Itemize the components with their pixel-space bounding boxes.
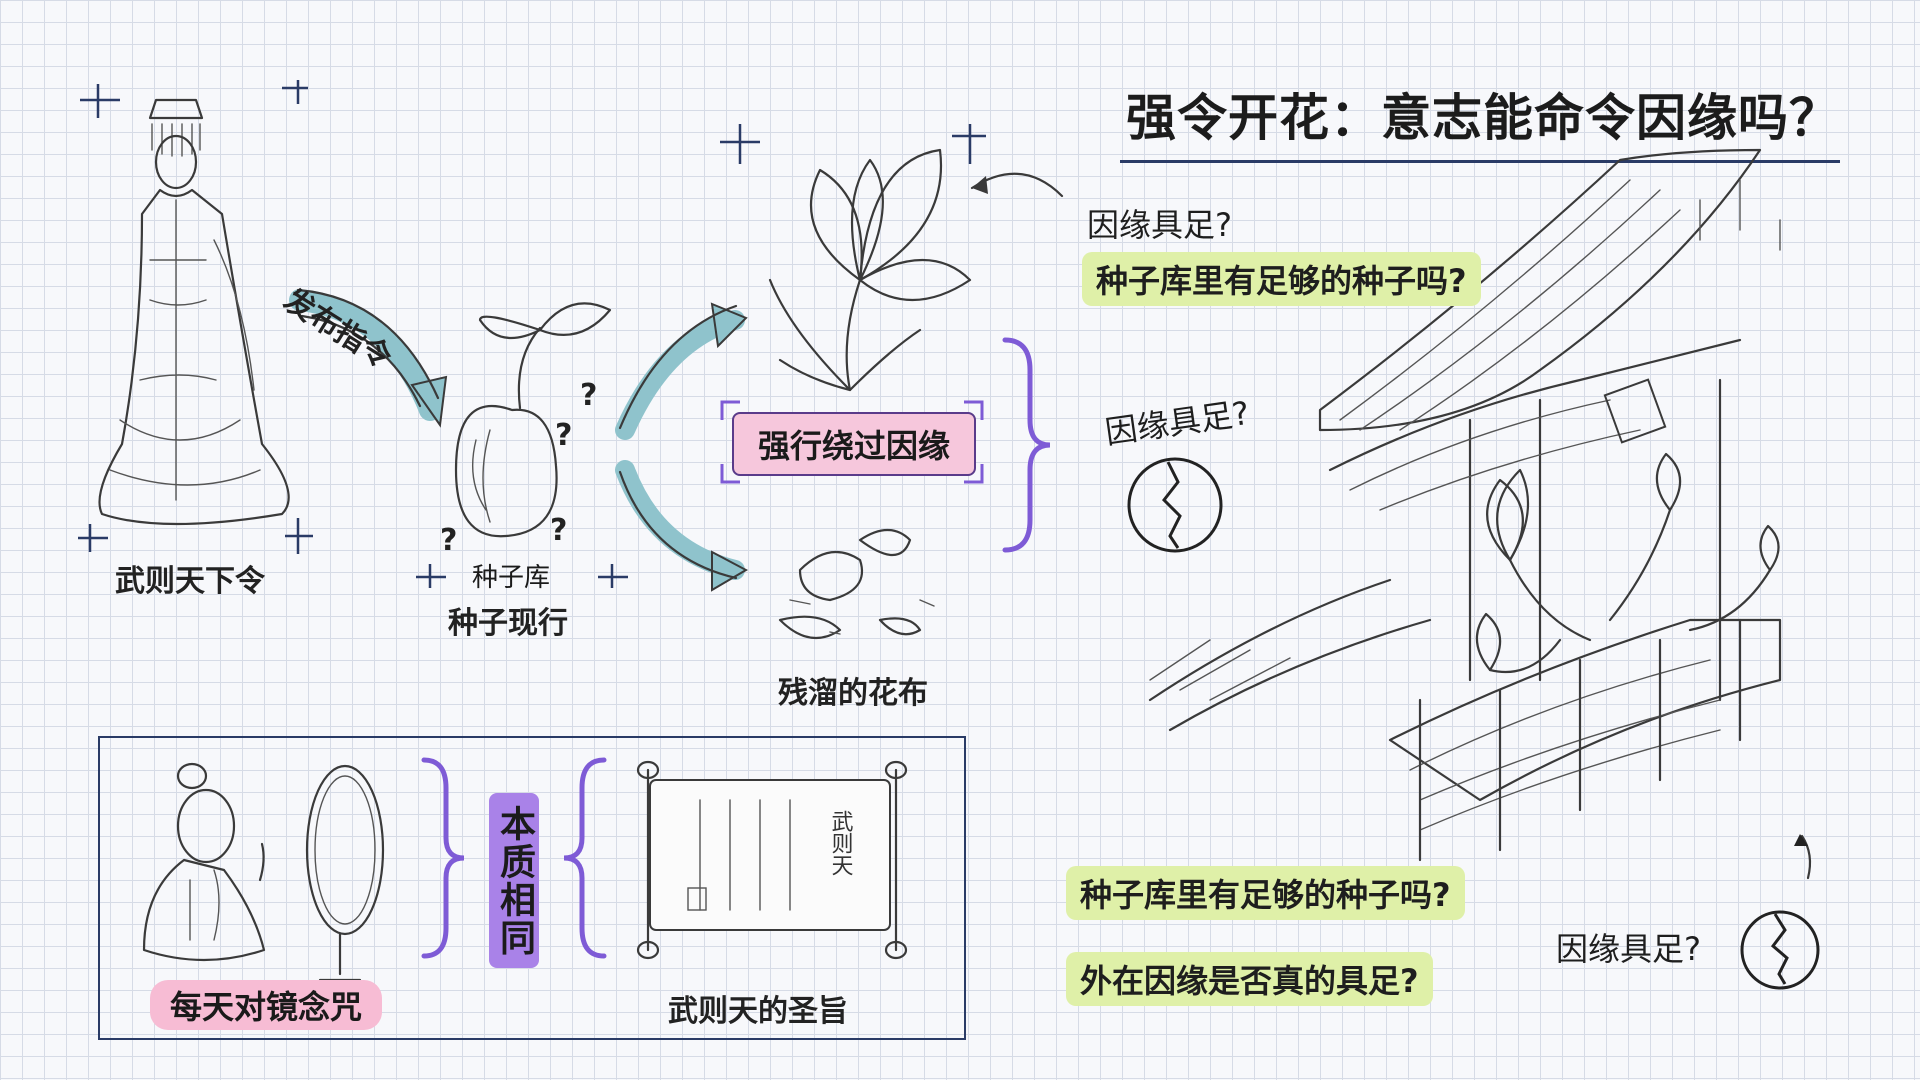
pink-flower xyxy=(768,148,972,392)
ruined-flower-label: 残溜的花布 xyxy=(778,676,928,711)
small-arrow-up xyxy=(1800,834,1812,880)
edict-scroll: 武则天 xyxy=(636,760,908,960)
emperor-label: 武则天下令 xyxy=(115,564,265,599)
question-mark: ? xyxy=(440,523,457,558)
down-arrow xyxy=(615,460,749,592)
up-arrow xyxy=(615,302,748,440)
seed-manifest-label: 种子现行 xyxy=(448,606,568,641)
brace-right-inner xyxy=(563,757,607,959)
bypass-frame xyxy=(720,400,984,484)
emperor-frame-crosses xyxy=(78,80,313,554)
external-conditions-question: 外在因缘是否真的具足? xyxy=(1066,952,1433,1006)
emperor-figure xyxy=(98,98,290,526)
seed-frame-crosses xyxy=(416,564,628,588)
brace-right xyxy=(1002,337,1051,553)
mirror-chant-label: 每天对镜念咒 xyxy=(150,980,383,1030)
brace-left-inner xyxy=(421,757,465,959)
edict-label: 武则天的圣旨 xyxy=(668,994,848,1029)
broken-circle-icon-1 xyxy=(1127,457,1223,553)
conditions-question-1: 因缘具足? xyxy=(1087,206,1232,244)
comparison-panel xyxy=(98,736,966,1040)
question-mark: ? xyxy=(550,513,567,548)
question-mark: ? xyxy=(580,378,597,413)
lady-figure xyxy=(142,762,266,962)
force-bypass-box: 强行绕过因缘 xyxy=(732,412,976,476)
mirror xyxy=(305,764,385,982)
order-arrow xyxy=(289,288,448,428)
broken-circle-icon-2 xyxy=(1740,910,1820,990)
page-title: 强令开花：意志能命令因缘吗？ xyxy=(1120,78,1840,163)
seed-sprout xyxy=(454,302,612,538)
ruined-petals xyxy=(778,528,935,640)
scroll-text: 武则天 xyxy=(828,810,854,876)
enough-seeds-question-1: 种子库里有足够的种子吗? xyxy=(1082,252,1481,306)
palace-sketch xyxy=(1148,148,1782,862)
seed-question-marks: ? ? ? ? xyxy=(440,378,597,558)
same-essence-tag: 本质相同 xyxy=(489,793,539,968)
flower-frame-crosses xyxy=(720,124,986,164)
enough-seeds-question-2: 种子库里有足够的种子吗? xyxy=(1066,866,1465,920)
seed-store-label: 种子库 xyxy=(472,563,551,593)
conditions-question-3: 因缘具足? xyxy=(1556,930,1701,968)
question-mark: ? xyxy=(555,418,572,453)
